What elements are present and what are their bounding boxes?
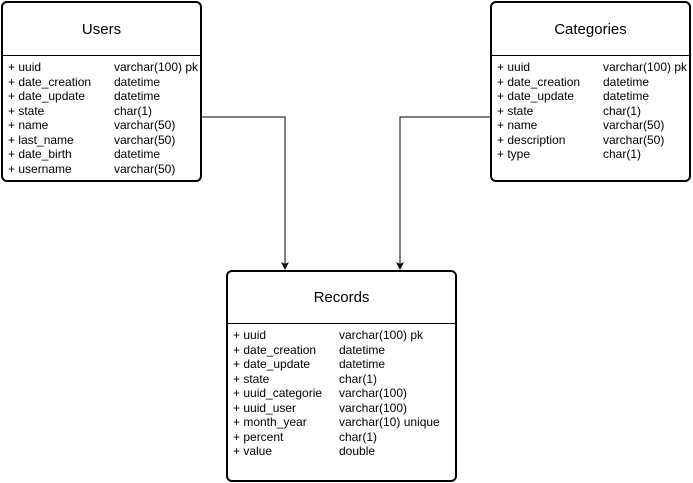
field-type: char(1) — [339, 429, 378, 444]
field-name: + state — [233, 371, 270, 386]
field-name: + month_year — [233, 415, 307, 429]
field-row: + uuid varchar(100) pk — [492, 60, 689, 75]
field-name: + state — [8, 103, 45, 118]
field-row: + uuid_categorie varchar(100) — [228, 386, 455, 401]
field-name: + date_creation — [8, 74, 92, 89]
field-name: + percent — [233, 429, 284, 444]
field-type: datetime — [339, 342, 386, 357]
field-type: char(1) — [114, 103, 153, 118]
field-row: + type char(1) — [492, 147, 689, 162]
field-type: datetime — [114, 147, 161, 161]
field-type: datetime — [603, 74, 650, 89]
field-type: varchar(50) — [603, 132, 665, 147]
entity-title: Categories — [492, 3, 689, 56]
field-name: + date_birth — [8, 147, 72, 161]
field-row: + uuid_user varchar(100) — [228, 401, 455, 416]
entity-title: Users — [3, 3, 200, 56]
field-type: char(1) — [339, 371, 378, 386]
field-type: char(1) — [603, 103, 642, 118]
field-type: datetime — [339, 357, 386, 371]
field-row: + name varchar(50) — [492, 118, 689, 133]
field-name: + date_update — [233, 357, 311, 371]
field-row: + percent char(1) — [228, 430, 455, 445]
field-row: + date_update datetime — [492, 89, 689, 104]
field-name: + type — [497, 147, 531, 161]
field-type: varchar(100) — [339, 400, 408, 415]
field-name: + state — [497, 103, 534, 118]
field-name: + uuid — [233, 328, 267, 342]
field-name: + username — [8, 161, 72, 176]
field-name: + uuid_categorie — [233, 386, 323, 400]
field-row: + username varchar(50) — [3, 162, 200, 177]
field-type: varchar(10) unique — [339, 415, 440, 429]
field-type: varchar(100) pk — [114, 60, 199, 74]
field-type: varchar(50) — [114, 118, 176, 132]
field-type: varchar(50) — [603, 118, 665, 132]
field-row: + date_birth datetime — [3, 147, 200, 162]
field-row: + value double — [228, 444, 455, 459]
field-row: + description varchar(50) — [492, 133, 689, 148]
field-name: + uuid — [8, 60, 42, 74]
field-name: + date_creation — [233, 342, 317, 357]
field-row: + last_name varchar(50) — [3, 133, 200, 148]
field-name: + description — [497, 132, 566, 147]
field-row: + uuid varchar(100) pk — [228, 328, 455, 343]
field-name: + date_update — [8, 89, 86, 103]
field-type: double — [339, 444, 376, 458]
field-row: + date_update datetime — [3, 89, 200, 104]
field-row: + date_creation datetime — [492, 75, 689, 90]
field-type: datetime — [114, 89, 161, 103]
field-row: + state char(1) — [3, 104, 200, 119]
field-type: varchar(100) — [339, 386, 408, 400]
field-name: + name — [497, 118, 538, 132]
field-type: varchar(50) — [114, 161, 176, 176]
field-row: + name varchar(50) — [3, 118, 200, 133]
field-type: varchar(100) pk — [339, 328, 424, 342]
field-row: + date_creation datetime — [3, 75, 200, 90]
field-type: datetime — [114, 74, 161, 89]
field-type: varchar(100) pk — [603, 60, 688, 74]
field-name: + date_update — [497, 89, 575, 103]
field-name: + name — [8, 118, 49, 132]
field-row: + state char(1) — [228, 372, 455, 387]
field-name: + uuid_user — [233, 400, 297, 415]
field-name: + date_creation — [497, 74, 581, 89]
field-type: char(1) — [603, 147, 642, 161]
field-row: + date_update datetime — [228, 357, 455, 372]
field-name: + uuid — [497, 60, 531, 74]
entity-title: Records — [228, 272, 455, 324]
field-type: varchar(50) — [114, 132, 176, 147]
field-name: + last_name — [8, 132, 74, 147]
field-row: + uuid varchar(100) pk — [3, 60, 200, 75]
field-row: + date_creation datetime — [228, 343, 455, 358]
field-name: + value — [233, 444, 273, 458]
field-type: datetime — [603, 89, 650, 103]
relation-users-records — [202, 116, 289, 270]
field-row: + state char(1) — [492, 104, 689, 119]
field-row: + month_year varchar(10) unique — [228, 415, 455, 430]
relation-categories-records — [396, 116, 490, 270]
